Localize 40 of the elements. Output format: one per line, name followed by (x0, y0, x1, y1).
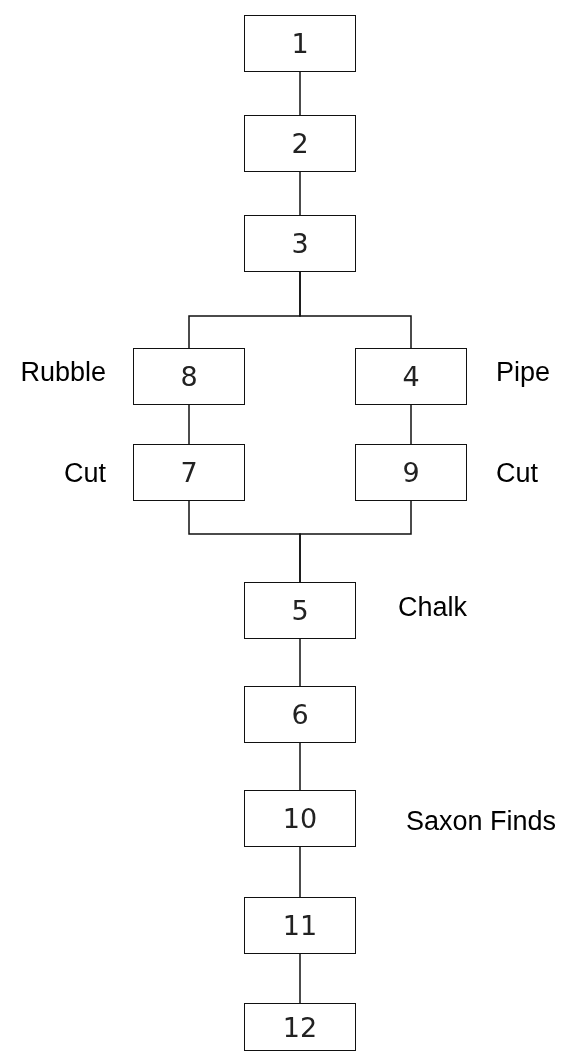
context-box (133, 348, 245, 405)
context-number: 6 (291, 701, 309, 728)
context-label: Chalk (398, 594, 468, 621)
connector-line (299, 171, 301, 216)
context-number: 2 (291, 130, 309, 157)
connector-line (299, 500, 412, 583)
context-box (355, 348, 467, 405)
context-box (244, 215, 356, 272)
connector-line (299, 953, 301, 1004)
context-label: Cut (496, 460, 539, 487)
context-box (244, 582, 356, 639)
context-box (244, 897, 356, 954)
context-box (355, 444, 467, 501)
context-number: 1 (291, 30, 309, 57)
context-number: 7 (180, 459, 198, 486)
context-label: Pipe (496, 359, 551, 386)
context-number: 10 (282, 805, 318, 832)
context-number: 9 (402, 459, 420, 486)
context-box (244, 1003, 356, 1051)
context-box (133, 444, 245, 501)
context-box (244, 686, 356, 743)
context-box (244, 790, 356, 847)
context-label: Saxon Finds (406, 808, 557, 835)
connector-line (299, 271, 412, 349)
connector-line (299, 742, 301, 791)
connector-line (410, 404, 412, 445)
connector-line (299, 71, 301, 116)
connector-line (299, 846, 301, 898)
connector-line (299, 638, 301, 687)
connector-line (188, 404, 190, 445)
context-number: 3 (291, 230, 309, 257)
context-number: 11 (282, 912, 318, 939)
context-box (244, 115, 356, 172)
context-label: Cut (63, 460, 106, 487)
context-number: 5 (291, 597, 309, 624)
context-number: 12 (282, 1013, 318, 1041)
context-label: Rubble (20, 359, 106, 386)
context-number: 8 (180, 363, 198, 390)
context-box (244, 15, 356, 72)
context-number: 4 (402, 363, 420, 390)
